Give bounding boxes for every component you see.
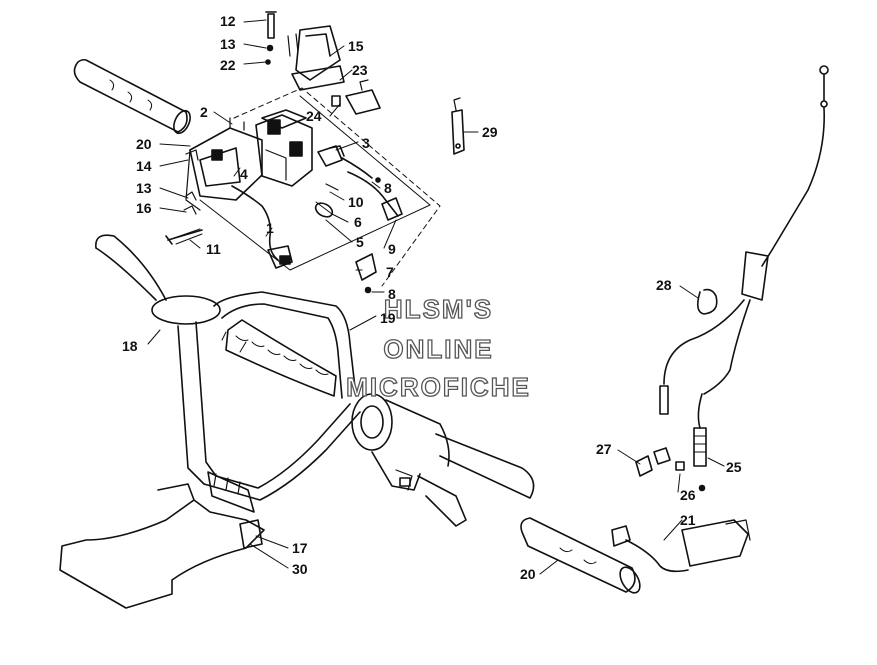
callout-21: 21 xyxy=(680,512,696,528)
connector-3 xyxy=(317,145,373,179)
callout-24: 24 xyxy=(306,108,322,124)
callout-19: 19 xyxy=(380,310,396,326)
callout-17: 17 xyxy=(292,540,308,556)
callout-6: 6 xyxy=(354,214,362,230)
callout-5: 5 xyxy=(356,234,364,250)
watermark-line-2: ONLINE xyxy=(383,333,494,364)
callout-8-bottom: 8 xyxy=(388,286,396,302)
callout-13: 13 xyxy=(220,36,236,52)
callout-23: 23 xyxy=(352,62,368,78)
handlebar-pad xyxy=(59,483,265,609)
watermark-line-3: MICROFICHE xyxy=(346,371,531,402)
left-grip-top xyxy=(73,58,191,135)
bracket-7 xyxy=(355,253,377,294)
callout-29: 29 xyxy=(482,124,498,140)
callout-3: 3 xyxy=(362,135,370,151)
wire-1 xyxy=(231,185,293,269)
switch-housing xyxy=(185,117,263,211)
callout-22: 22 xyxy=(220,57,236,73)
callout-25: 25 xyxy=(726,459,742,475)
callout-10: 10 xyxy=(348,194,364,210)
callout-2: 2 xyxy=(200,104,208,120)
callout-20-bottom: 20 xyxy=(520,566,536,582)
callout-7: 7 xyxy=(386,264,394,280)
callout-1: 1 xyxy=(266,220,274,236)
callout-18: 18 xyxy=(122,338,138,354)
callout-4: 4 xyxy=(240,166,248,182)
callout-8-top: 8 xyxy=(384,180,392,196)
right-perch xyxy=(351,393,535,527)
screw-12 xyxy=(265,11,277,39)
right-grip-bottom xyxy=(520,517,641,594)
screw-11 xyxy=(165,228,203,245)
heater-wire-21 xyxy=(611,519,751,573)
throttle-bracket xyxy=(287,25,381,115)
handlebar xyxy=(95,234,361,513)
wire-harness-right xyxy=(347,171,403,221)
callout-28: 28 xyxy=(656,277,672,293)
callout-11: 11 xyxy=(206,241,221,257)
clamp-ring-28 xyxy=(696,288,718,315)
callout-12: 12 xyxy=(220,13,236,29)
callout-14: 14 xyxy=(136,158,152,174)
callout-15: 15 xyxy=(348,38,364,54)
callout-30: 30 xyxy=(292,561,308,577)
throttle-cable xyxy=(659,65,829,467)
callout-9: 9 xyxy=(388,241,396,257)
watermark-line-1: HLSM'S xyxy=(383,293,494,324)
callout-27: 27 xyxy=(596,441,612,457)
callout-26: 26 xyxy=(680,487,696,503)
switch-body xyxy=(255,109,313,187)
callout-16: 16 xyxy=(136,200,152,216)
callout-20-top: 20 xyxy=(136,136,152,152)
part-29 xyxy=(451,97,465,155)
callout-13b: 13 xyxy=(136,180,152,196)
